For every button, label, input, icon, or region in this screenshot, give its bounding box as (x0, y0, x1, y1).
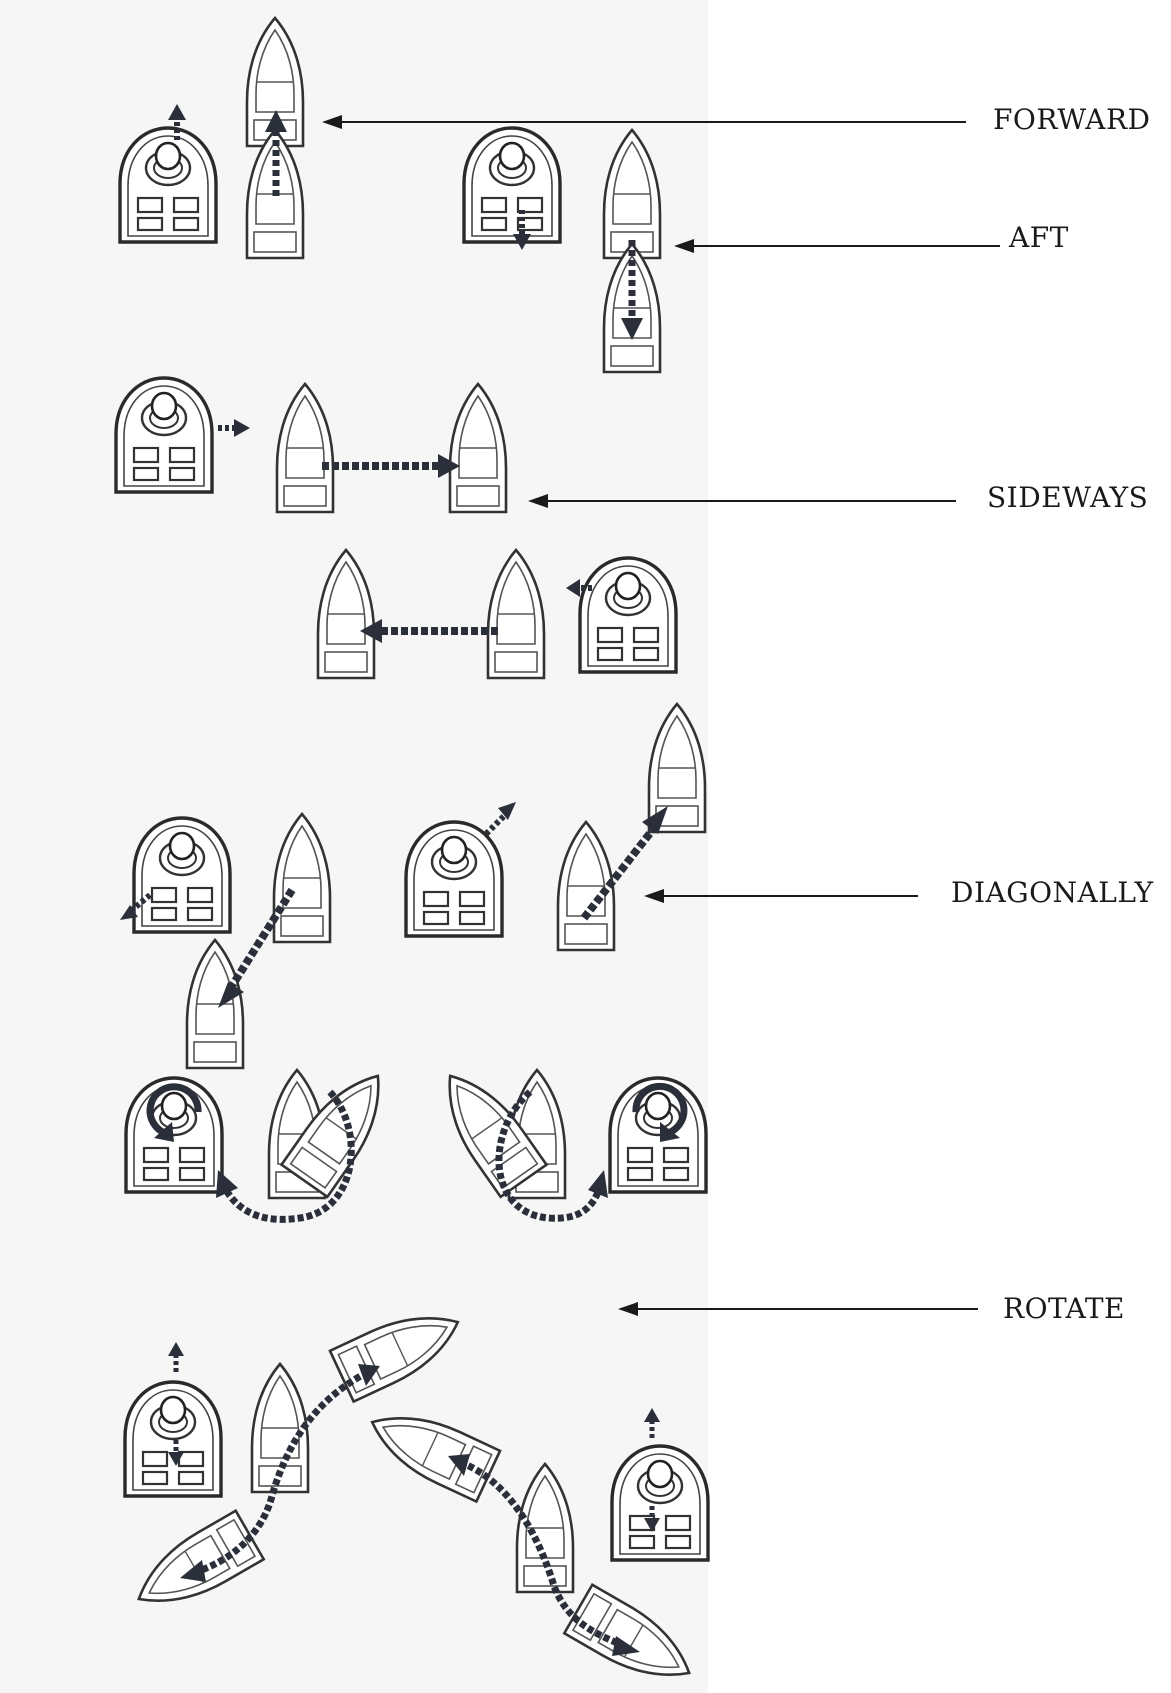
pointer-arrow-icon (644, 889, 918, 903)
joystick-icon (406, 822, 502, 936)
label-forward: FORWARD (993, 103, 1151, 136)
boat-icon (318, 550, 374, 678)
forward-aft-group (120, 18, 660, 372)
boat-icon (187, 940, 243, 1068)
diagonally-group (120, 704, 705, 1068)
joystick-icon (126, 1078, 222, 1192)
joystick-icon (610, 1078, 706, 1192)
joystick-icon (612, 1446, 708, 1560)
joystick-icon (580, 558, 676, 672)
boat-icon (604, 130, 660, 258)
joystick-icon (116, 378, 212, 492)
movement-arrow-icon (486, 802, 516, 834)
rotate-group (125, 1060, 708, 1693)
pointer-arrow-icon (322, 115, 966, 129)
joystick-icon (464, 128, 560, 242)
boat-icon (517, 1464, 573, 1592)
pointer-arrow-icon (528, 494, 956, 508)
label-sideways: SIDEWAYS (987, 481, 1148, 514)
pointer-arrow-icon (674, 239, 1000, 253)
boat-icon (360, 1397, 500, 1502)
label-diagonally: DIAGONALLY (951, 876, 1154, 909)
movement-arrow-icon (218, 419, 250, 437)
boat-icon (450, 384, 506, 512)
sideways-group (116, 378, 676, 678)
joystick-icon (125, 1382, 221, 1496)
label-aft: AFT (1008, 221, 1069, 254)
boat-icon (274, 814, 330, 942)
joystick-icon (120, 128, 216, 242)
movement-arrow-icon (322, 454, 460, 478)
boat-icon (558, 822, 614, 950)
boat-icon (564, 1585, 703, 1693)
joystick-icon (134, 818, 230, 932)
boat-icon (277, 384, 333, 512)
movement-arrow-icon (360, 619, 498, 643)
pointer-arrow-icon (618, 1302, 978, 1316)
boat-icon (488, 550, 544, 678)
label-rotate: ROTATE (1003, 1292, 1125, 1325)
